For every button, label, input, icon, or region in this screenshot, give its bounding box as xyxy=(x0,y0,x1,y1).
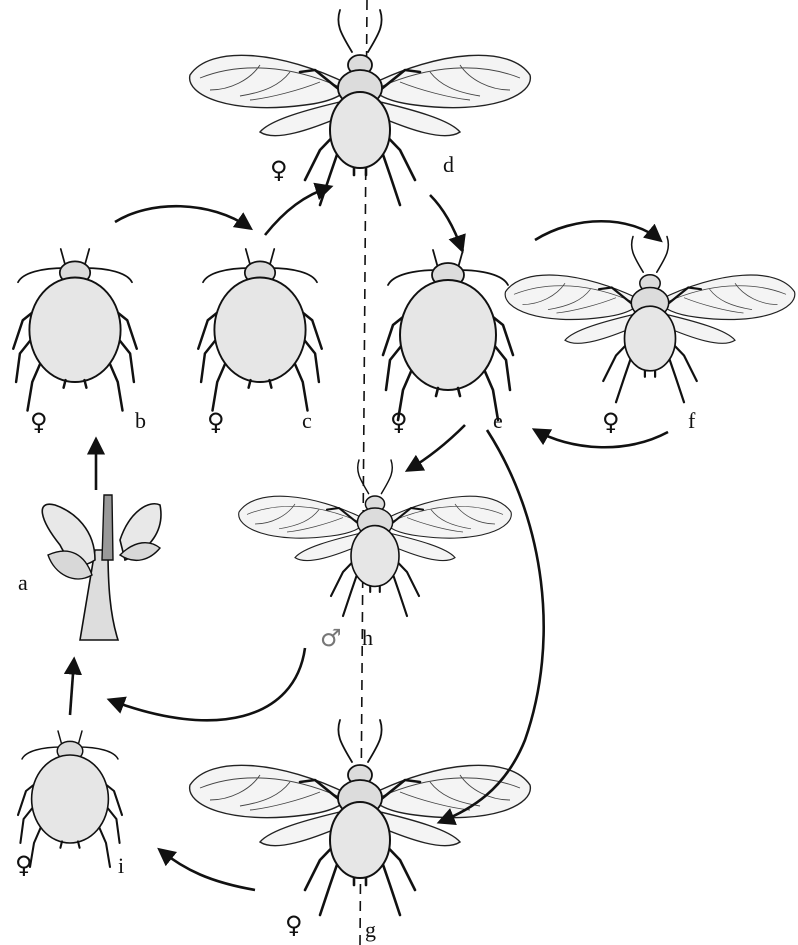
aphid-e-icon xyxy=(383,250,513,420)
arrow-g-to-i xyxy=(160,850,255,890)
plant-bud-icon xyxy=(42,495,161,640)
aphid-f-icon xyxy=(505,237,795,403)
aphid-b-icon xyxy=(13,249,137,411)
female-symbol-c: ♀ xyxy=(207,408,225,436)
arrow-d-to-e xyxy=(430,195,462,250)
male-symbol-h: ♂ xyxy=(320,624,342,652)
female-symbol-d: ♀ xyxy=(270,156,288,184)
female-symbol-f: ♀ xyxy=(602,408,620,436)
female-symbol-i: ♀ xyxy=(15,851,33,879)
arrow-e-to-f xyxy=(535,221,660,240)
aphid-i-icon xyxy=(18,731,122,867)
arrow-b-to-c xyxy=(115,206,250,228)
arrow-i-to-a xyxy=(70,660,74,715)
label-g: g xyxy=(365,917,376,942)
label-i: i xyxy=(118,853,124,878)
female-symbol-g: ♀ xyxy=(285,911,303,939)
label-b: b xyxy=(135,408,146,433)
female-symbol-e: ♀ xyxy=(390,408,408,436)
arrow-e-to-h xyxy=(408,425,465,470)
label-c: c xyxy=(302,408,312,433)
arrow-c-to-d xyxy=(265,187,330,235)
female-symbol-b: ♀ xyxy=(30,408,48,436)
aphid-h-icon xyxy=(239,460,512,616)
arrow-h-to-a xyxy=(110,648,305,720)
aphid-c-icon xyxy=(198,249,322,411)
label-h: h xyxy=(362,625,373,650)
arrow-e-to-g xyxy=(440,430,544,822)
label-a: a xyxy=(18,570,28,595)
label-d: d xyxy=(443,152,454,177)
aphid-d-icon xyxy=(190,10,531,205)
label-e: e xyxy=(493,408,503,433)
label-f: f xyxy=(688,408,696,433)
